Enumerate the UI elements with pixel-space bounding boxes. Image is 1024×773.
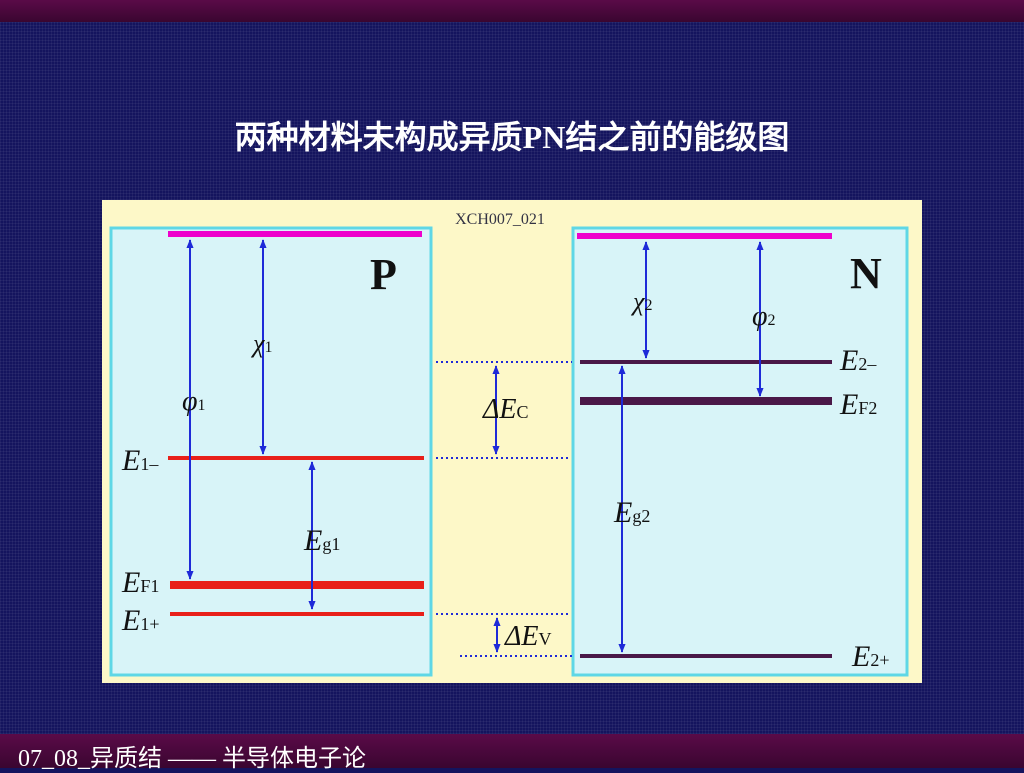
e1-minus-label: E1– [121,444,159,477]
n-material-label: N [850,249,882,298]
chi2-label: χ2 [630,287,652,316]
figure-id-label: XCH007_021 [455,211,545,228]
ef1-label: EF1 [121,566,159,599]
eg2-label: Eg2 [613,496,650,529]
eg1-label: Eg1 [303,524,340,557]
delta-ev-label: ΔEV [504,621,552,652]
bottom-bar [0,734,1024,768]
e1-plus-label: E1+ [121,604,159,637]
e2-minus-label: E2– [839,344,877,377]
slide-title: 两种材料未构成异质PN结之前的能级图 [234,119,790,155]
chi1-label: χ1 [250,329,272,358]
top-bar [0,0,1024,22]
e2-plus-label: E2+ [851,640,889,673]
phi2-label: φ2 [752,301,776,332]
n-material-box [571,226,909,677]
p-material-box [109,226,433,677]
phi1-label: φ1 [182,386,206,417]
delta-ec-label: ΔEC [482,394,529,425]
ef2-label: EF2 [839,388,877,421]
p-material-label: P [370,250,397,299]
